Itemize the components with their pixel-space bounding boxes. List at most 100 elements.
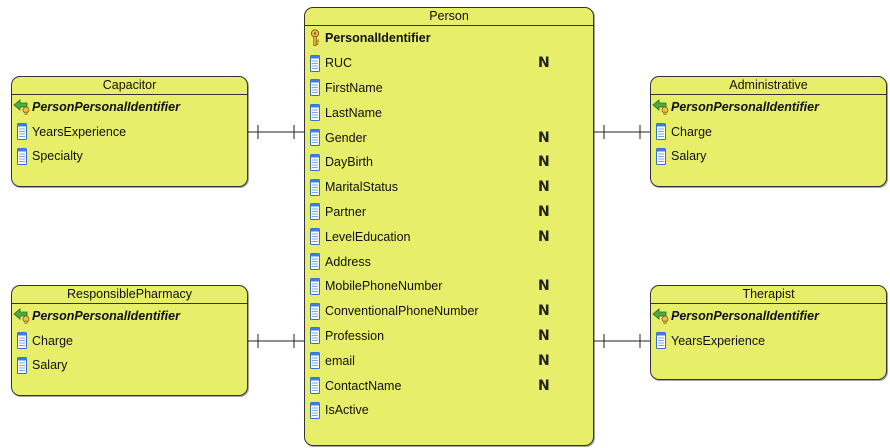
attribute-name: ConventionalPhoneNumber (325, 304, 479, 319)
attribute-row[interactable]: PersonPersonalIdentifier (12, 95, 247, 120)
column-icon (305, 104, 325, 122)
entity-responsible-pharmacy[interactable]: ResponsiblePharmacy PersonPersonalIdenti… (11, 285, 248, 396)
attribute-row[interactable]: PersonPersonalIdentifier (651, 95, 886, 120)
attribute-name: PersonPersonalIdentifier (32, 309, 180, 324)
attribute-row[interactable]: DayBirth N (305, 150, 593, 175)
attribute-row[interactable]: MaritalStatus N (305, 175, 593, 200)
attribute-row[interactable]: Charge (12, 329, 247, 354)
column-icon (305, 302, 325, 320)
attribute-row[interactable]: ContactName N (305, 373, 593, 398)
attribute-row[interactable]: Address (305, 249, 593, 274)
attribute-name: Salary (671, 149, 707, 164)
foreign-key-icon (651, 308, 671, 325)
column-icon (305, 203, 325, 221)
attribute-name: MobilePhoneNumber (325, 279, 443, 294)
column-icon (305, 277, 325, 295)
attribute-name: Specialty (32, 149, 83, 164)
attribute-row[interactable]: PersonPersonalIdentifier (651, 304, 886, 329)
attribute-name: DayBirth (325, 155, 373, 170)
attribute-row[interactable]: Specialty (12, 144, 247, 169)
entity-title: Administrative (651, 77, 886, 95)
attribute-name: PersonPersonalIdentifier (671, 100, 819, 115)
nullable-icon: N (538, 278, 550, 295)
relationship-line-2 (594, 125, 650, 139)
nullable-icon: N (538, 203, 550, 220)
nullable-icon: N (538, 179, 550, 196)
column-icon (305, 54, 325, 72)
nullable-icon: N (538, 303, 550, 320)
attribute-row[interactable]: PersonPersonalIdentifier (12, 304, 247, 329)
attribute-row[interactable]: ConventionalPhoneNumber N (305, 299, 593, 324)
column-icon (651, 332, 671, 350)
column-icon (305, 129, 325, 147)
attribute-row[interactable]: Partner N (305, 200, 593, 225)
column-icon (305, 228, 325, 246)
attribute-row[interactable]: IsActive (305, 398, 593, 423)
relationship-line-1 (248, 334, 304, 348)
column-icon (12, 123, 32, 141)
column-icon (651, 147, 671, 165)
attribute-row[interactable]: Charge (651, 120, 886, 145)
attribute-row[interactable]: YearsExperience (651, 329, 886, 354)
attribute-row[interactable]: YearsExperience (12, 120, 247, 145)
attribute-row[interactable]: Salary (12, 353, 247, 378)
attribute-name: LevelEducation (325, 229, 411, 244)
nullable-icon: N (538, 352, 550, 369)
nullable-icon: N (538, 129, 550, 146)
attribute-name: RUC (325, 56, 353, 71)
column-icon (12, 356, 32, 374)
nullable-icon: N (538, 228, 550, 245)
attribute-name: email (325, 353, 355, 368)
attribute-row[interactable]: LastName (305, 100, 593, 125)
attribute-name: Charge (32, 333, 73, 348)
attribute-name: ContactName (325, 378, 402, 393)
column-icon (305, 401, 325, 419)
attribute-row[interactable]: FirstName (305, 76, 593, 101)
nullable-icon: N (538, 154, 550, 171)
primary-key-icon (305, 29, 325, 47)
foreign-key-icon (12, 99, 32, 116)
attribute-row[interactable]: Salary (651, 144, 886, 169)
entity-title: ResponsiblePharmacy (12, 286, 247, 304)
column-icon (305, 178, 325, 196)
attribute-name: IsActive (325, 403, 369, 418)
foreign-key-icon (12, 308, 32, 325)
entity-title: Person (305, 8, 593, 26)
attribute-row[interactable]: LevelEducation N (305, 224, 593, 249)
entity-title: Capacitor (12, 77, 247, 95)
column-icon (305, 352, 325, 370)
relationship-line-0 (248, 125, 304, 139)
column-icon (305, 253, 325, 271)
column-icon (651, 123, 671, 141)
foreign-key-icon (651, 99, 671, 116)
attribute-name: MaritalStatus (325, 180, 398, 195)
attribute-name: YearsExperience (671, 333, 766, 348)
column-icon (12, 147, 32, 165)
nullable-icon: N (538, 327, 550, 344)
nullable-icon: N (538, 377, 550, 394)
attribute-name: PersonalIdentifier (325, 31, 431, 46)
attribute-row[interactable]: PersonalIdentifier (305, 26, 593, 51)
attribute-name: Salary (32, 358, 68, 373)
attribute-row[interactable]: email N (305, 348, 593, 373)
column-icon (12, 332, 32, 350)
column-icon (305, 377, 325, 395)
attribute-name: Partner (325, 204, 366, 219)
attribute-name: YearsExperience (32, 124, 127, 139)
attribute-row[interactable]: MobilePhoneNumber N (305, 274, 593, 299)
column-icon (305, 79, 325, 97)
attribute-name: FirstName (325, 80, 383, 95)
